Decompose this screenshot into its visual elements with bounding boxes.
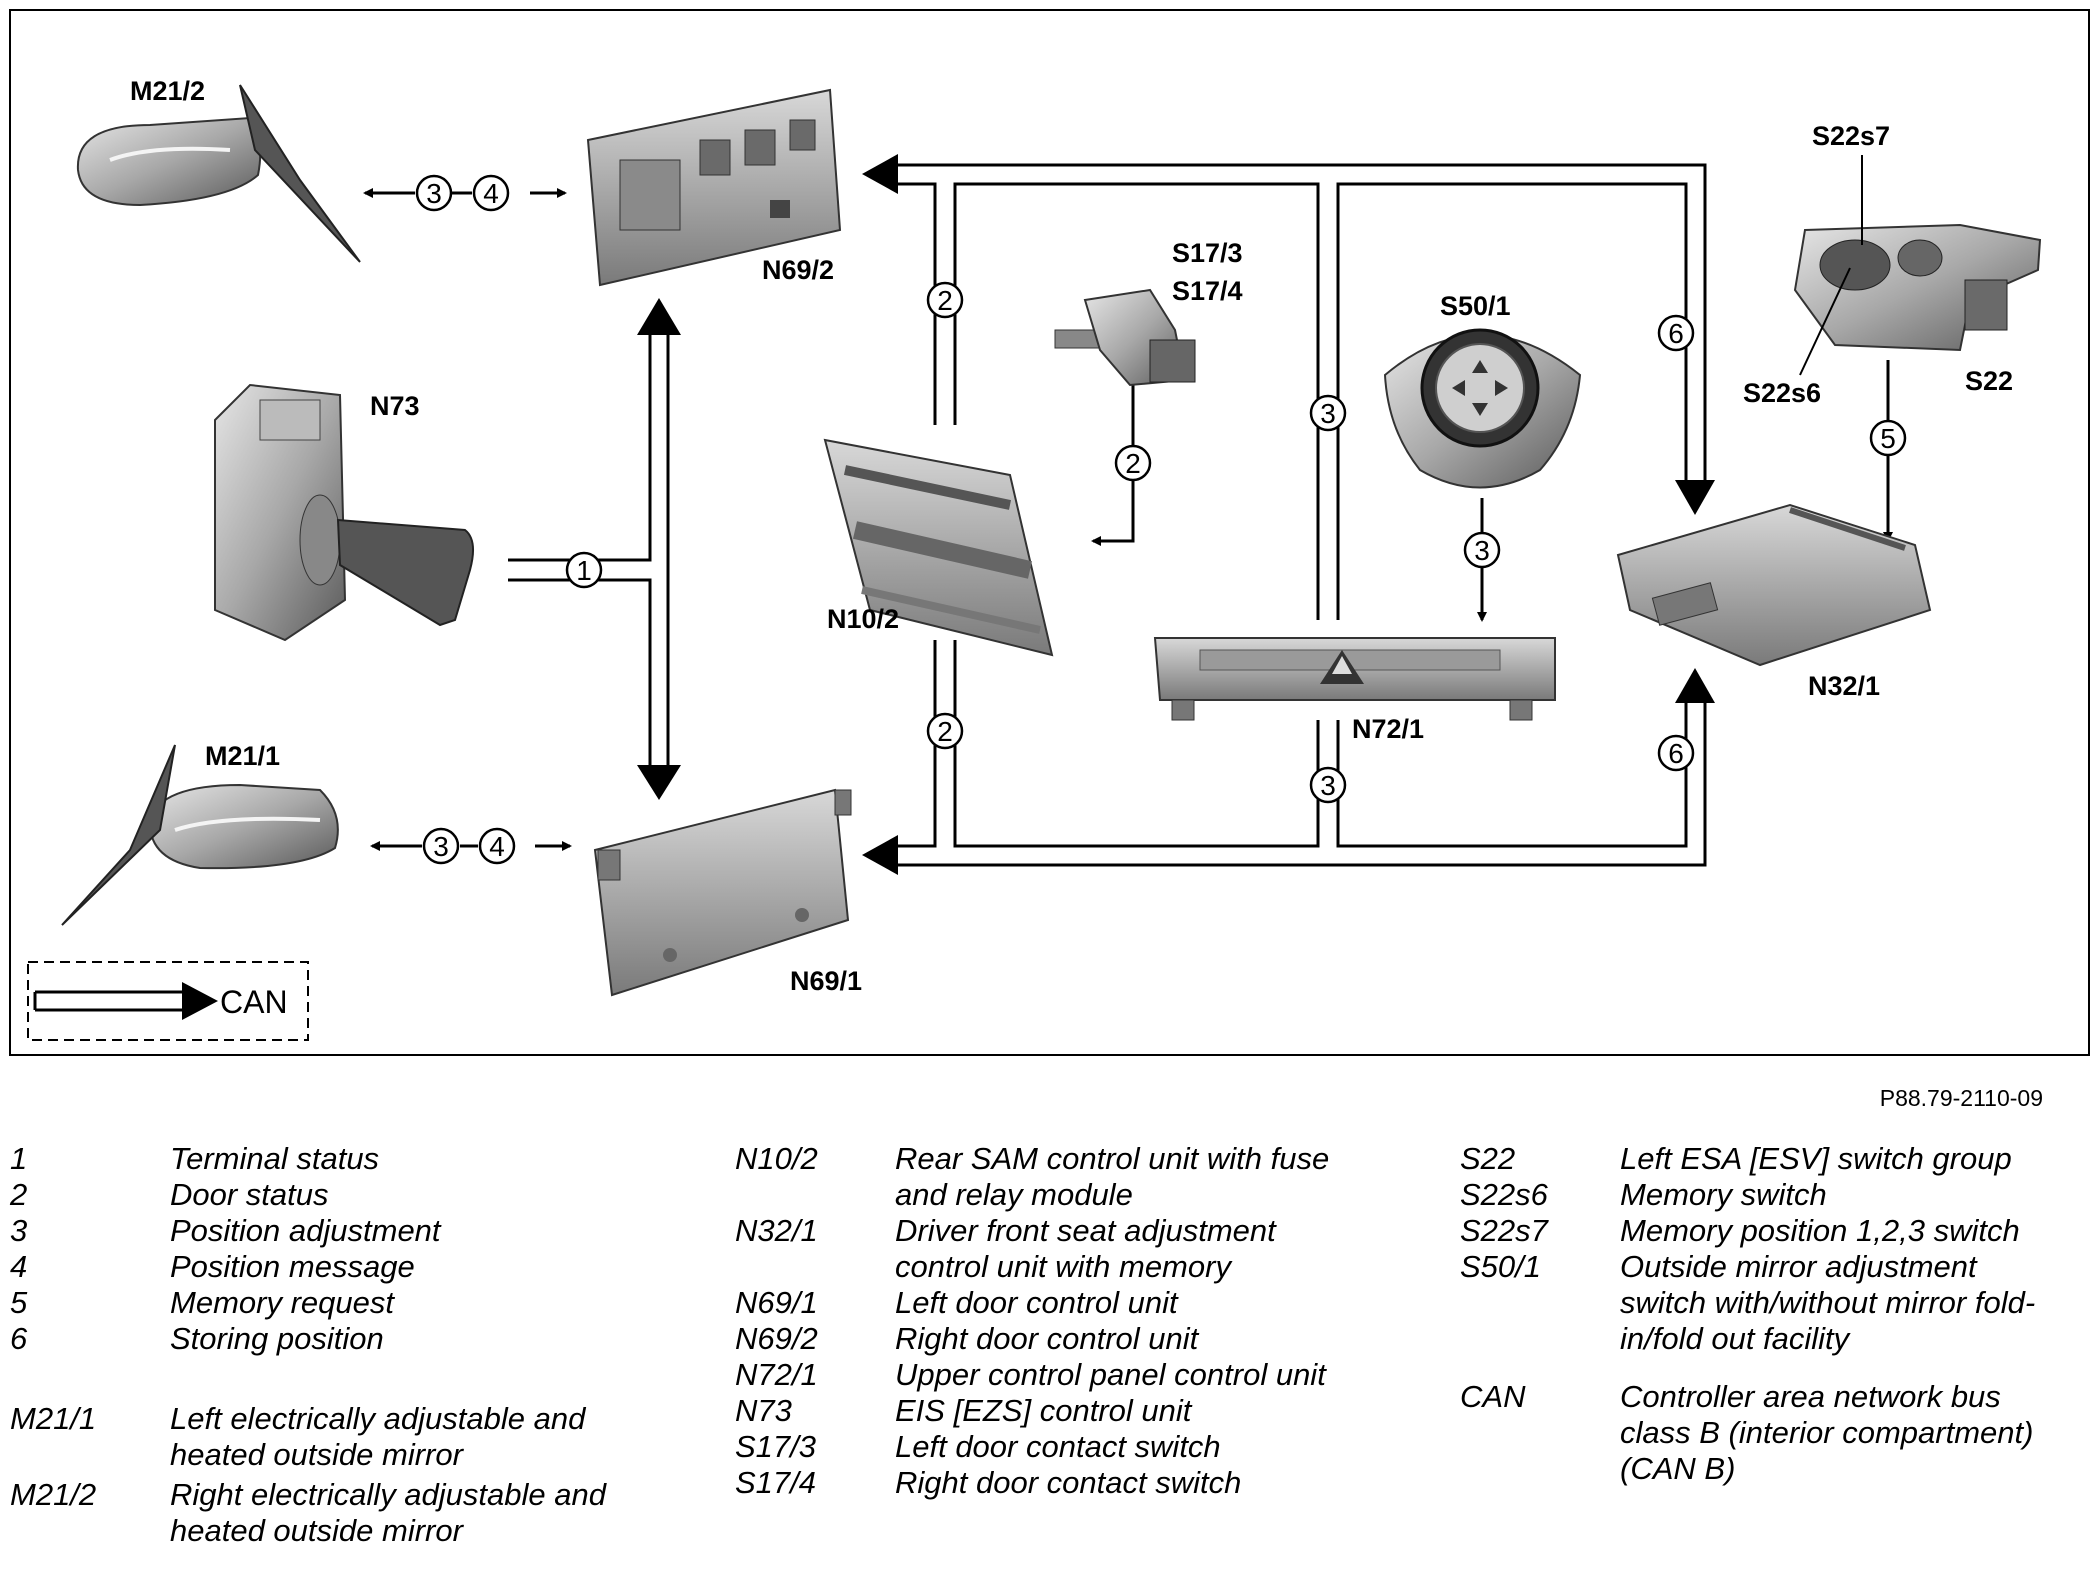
seat-switch-group-s22 <box>1793 223 2042 352</box>
signal-6-lower <box>1657 734 1695 772</box>
right-door-control-unit-n69-2 <box>586 88 842 287</box>
seat-adjust-control-unit-n32-1 <box>1616 503 1932 667</box>
mirror-link-lines <box>400 191 478 848</box>
can-key-box: CAN <box>27 961 309 1041</box>
signal-5-s22 <box>1869 419 1907 457</box>
door-contact-switch-s17 <box>1054 288 1196 387</box>
signal-3-m21-2 <box>415 174 453 212</box>
signal-4-m21-2 <box>472 174 510 212</box>
component-labels: M21/2 N69/2 N73 S17/3 S17/4 S50/1 S22s7 … <box>130 76 2013 996</box>
label-s17-4: S17/4 <box>1172 276 1243 306</box>
mirror-adjust-switch-s50-1 <box>1383 328 1582 489</box>
label-n32-1: N32/1 <box>1808 671 1880 701</box>
s22-pointer-lines <box>1799 155 1863 376</box>
signal-circle-numbers: 3 4 3 4 1 2 2 2 3 3 3 6 6 5 <box>426 178 1896 862</box>
svg-text:6: 6 <box>1668 738 1684 769</box>
label-m21-2: M21/2 <box>130 76 205 106</box>
label-n69-2: N69/2 <box>762 255 834 285</box>
svg-text:4: 4 <box>483 178 499 209</box>
label-s50-1: S50/1 <box>1440 291 1511 321</box>
network-diagram: 3 4 3 4 1 2 2 2 3 3 3 6 6 5 <box>9 9 2090 1056</box>
signal-2-s17 <box>1114 444 1152 482</box>
svg-text:3: 3 <box>426 178 442 209</box>
label-n72-1: N72/1 <box>1352 714 1424 744</box>
svg-text:2: 2 <box>937 285 953 316</box>
signal-6-upper <box>1657 314 1695 352</box>
svg-text:4: 4 <box>489 831 505 862</box>
signal-1-n73 <box>565 551 603 589</box>
eis-control-unit-n73 <box>214 383 475 642</box>
left-door-control-unit-n69-1 <box>593 788 852 997</box>
svg-text:5: 5 <box>1880 423 1896 454</box>
svg-text:2: 2 <box>937 716 953 747</box>
label-m21-1: M21/1 <box>205 741 280 771</box>
label-s17-3: S17/3 <box>1172 238 1243 268</box>
svg-text:3: 3 <box>1320 398 1336 429</box>
label-n69-1: N69/1 <box>790 966 862 996</box>
svg-text:1: 1 <box>576 555 592 586</box>
can-key-label: CAN <box>220 984 288 1020</box>
signal-3-m21-1 <box>422 827 460 865</box>
signal-3-lower <box>1309 766 1347 804</box>
svg-text:6: 6 <box>1668 318 1684 349</box>
can-arrowheads <box>637 154 1715 875</box>
label-n10-2: N10/2 <box>827 604 899 634</box>
svg-text:3: 3 <box>1320 770 1336 801</box>
signal-2-lower <box>926 712 964 750</box>
label-s22: S22 <box>1965 366 2013 396</box>
left-mirror-m21-1 <box>61 744 339 926</box>
svg-text:3: 3 <box>1474 535 1490 566</box>
label-s22s6: S22s6 <box>1743 378 1821 408</box>
signal-circles <box>415 174 1907 865</box>
label-n73: N73 <box>370 391 420 421</box>
signal-3-upper <box>1309 394 1347 432</box>
signal-4-m21-1 <box>478 827 516 865</box>
right-mirror-m21-2 <box>76 84 361 263</box>
svg-text:2: 2 <box>1125 448 1141 479</box>
signal-2-upper <box>926 281 964 319</box>
rear-sam-control-unit-n10-2 <box>823 438 1054 657</box>
figure-id: P88.79-2110-09 <box>1879 1085 2043 1111</box>
signal-3-s50 <box>1463 531 1501 569</box>
upper-control-panel-n72-1 <box>1153 637 1556 721</box>
label-s22s7: S22s7 <box>1812 121 1890 151</box>
svg-text:3: 3 <box>433 831 449 862</box>
